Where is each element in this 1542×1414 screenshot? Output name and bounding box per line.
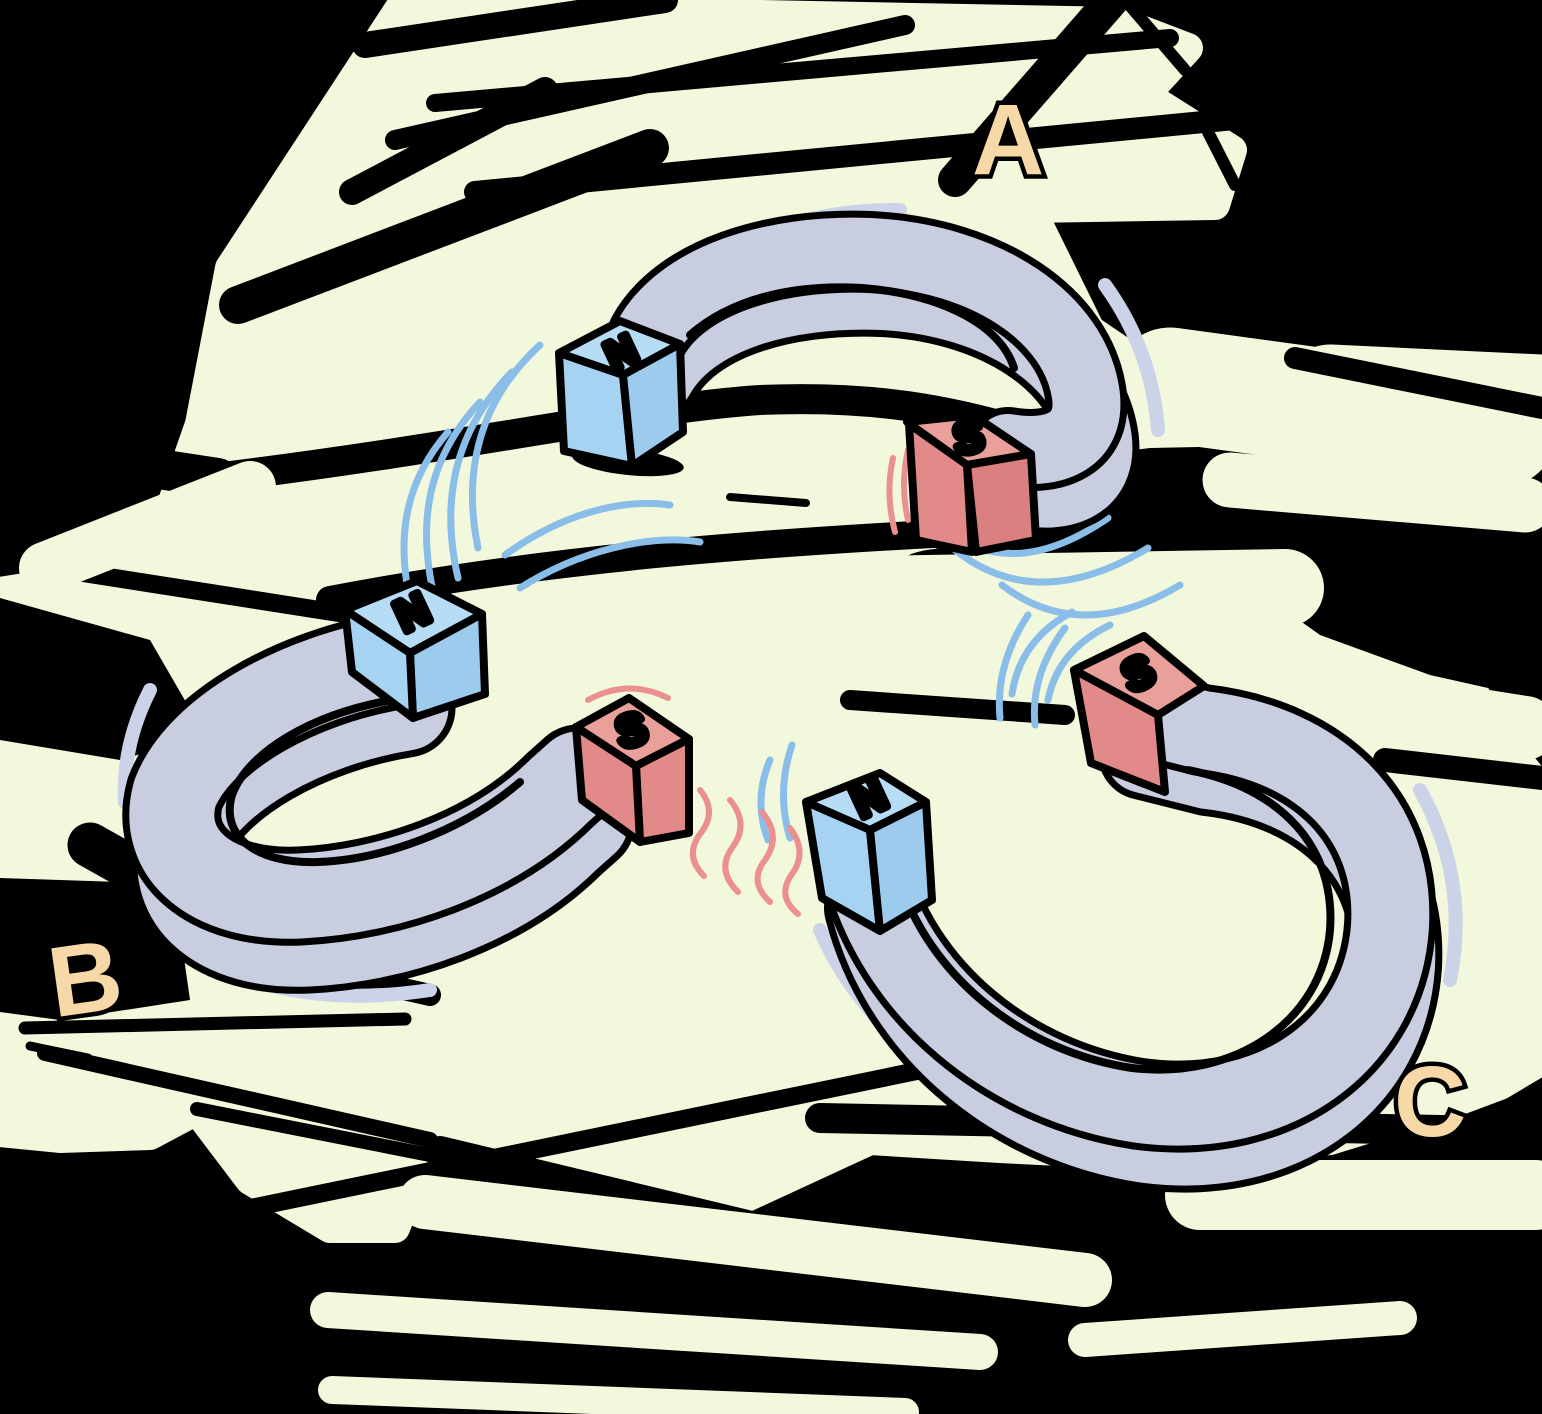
svg-text:A: A: [972, 84, 1044, 196]
svg-text:B: B: [42, 918, 129, 1039]
svg-text:C: C: [1394, 1046, 1466, 1158]
